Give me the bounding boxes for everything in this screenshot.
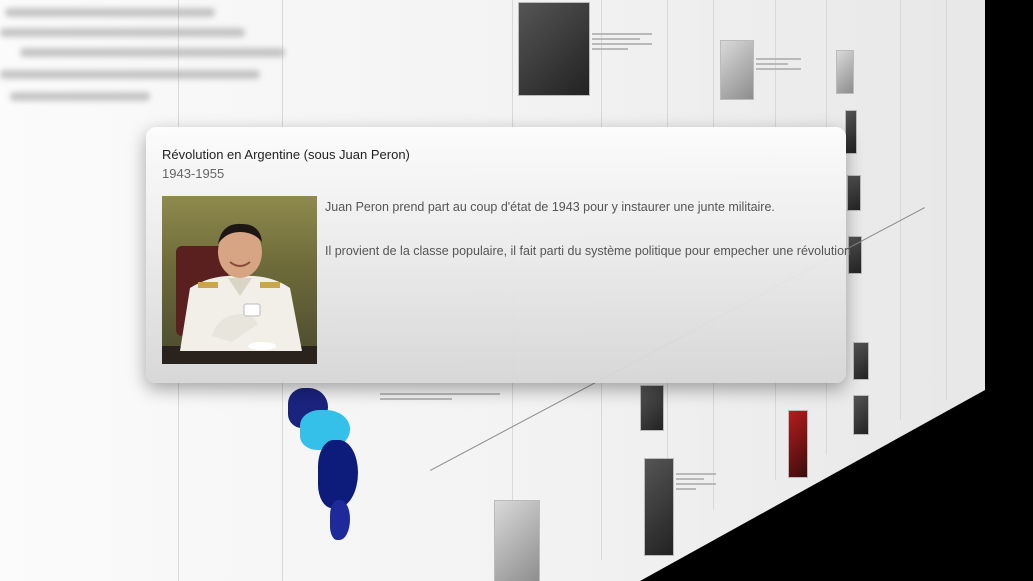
timeline-gridline [946, 0, 947, 400]
timeline-photo[interactable] [847, 175, 861, 211]
description-paragraph: Juan Peron prend part au coup d'état de … [325, 200, 775, 214]
timeline-caption [756, 55, 801, 73]
event-title: Révolution en Argentine (sous Juan Peron… [162, 147, 410, 162]
event-description: Juan Peron prend part au coup d'état de … [325, 200, 851, 288]
timeline-photo[interactable] [720, 40, 754, 100]
timeline-photo[interactable] [836, 50, 854, 94]
timeline-photo[interactable] [845, 110, 857, 154]
timeline-photo[interactable] [788, 410, 808, 478]
description-paragraph: Il provient de la classe populaire, il f… [325, 244, 851, 258]
blurred-text-line [20, 48, 285, 57]
timeline-photo[interactable] [853, 342, 869, 380]
timeline-photo[interactable] [494, 500, 540, 581]
event-dates: 1943-1955 [162, 166, 225, 181]
blurred-text-line [0, 28, 245, 37]
timeline-caption [676, 470, 716, 493]
juan-peron-photo [162, 196, 317, 364]
blurred-text-line [5, 8, 215, 17]
timeline-photo[interactable] [644, 458, 674, 556]
portrait-icon [162, 223, 317, 364]
timeline-caption [380, 390, 500, 403]
blurred-text-line [10, 92, 150, 101]
timeline-gridline [900, 0, 901, 420]
timeline-caption [592, 30, 652, 53]
map-region [330, 500, 350, 540]
timeline-photo[interactable] [640, 385, 664, 431]
timeline-photo[interactable] [518, 2, 590, 96]
event-detail-popup[interactable]: Révolution en Argentine (sous Juan Peron… [146, 127, 851, 383]
blurred-text-line [0, 70, 260, 79]
map-region [318, 440, 358, 508]
timeline-photo[interactable] [853, 395, 869, 435]
